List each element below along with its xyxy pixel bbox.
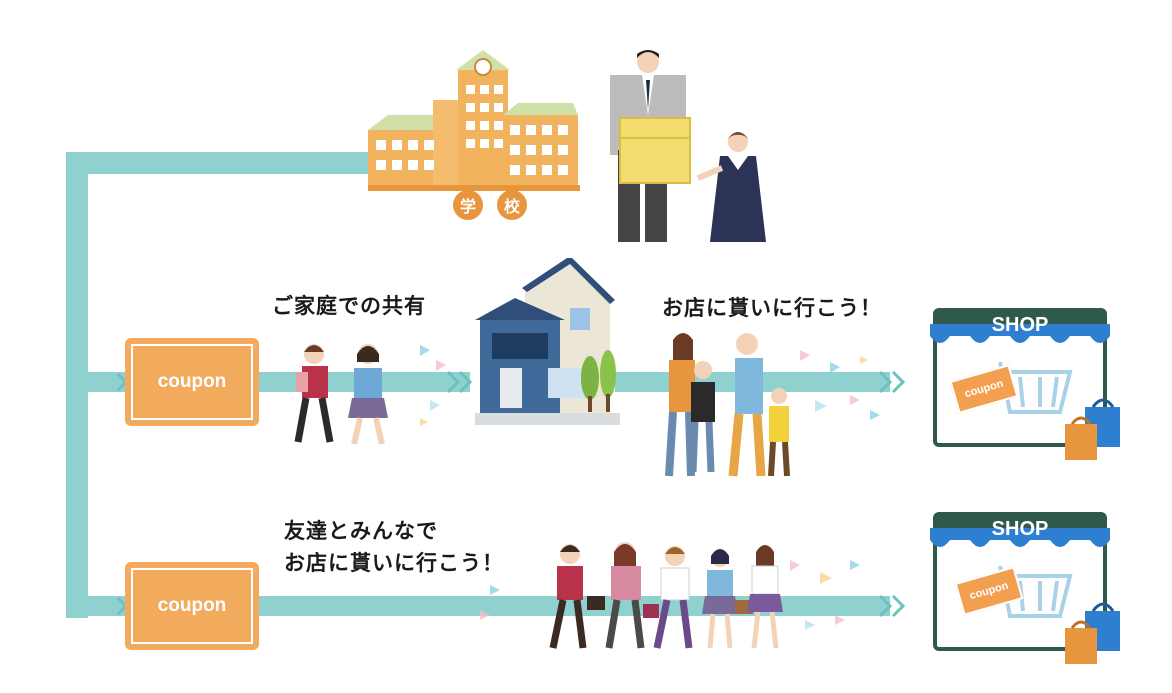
- confetti: [420, 345, 880, 630]
- caption-family-share: ご家庭での共有: [272, 294, 426, 318]
- caption-friends-line2: お店に貰いに行こう！: [284, 551, 504, 575]
- coupon-card: coupon: [125, 338, 259, 426]
- flow-bar-row1-left: [66, 372, 136, 392]
- family-walking-illustration: [665, 333, 790, 477]
- school-label-char-2: 校: [503, 197, 520, 216]
- shop-coupon-label: coupon: [968, 579, 1010, 603]
- teacher-student-illustration: [610, 50, 766, 242]
- chevron-icon: [891, 594, 906, 618]
- shop-illustration: [930, 308, 1120, 460]
- chevron-icon: [878, 594, 893, 618]
- chevron-icon: [458, 370, 473, 394]
- shop-coupon-label: coupon: [963, 377, 1005, 401]
- coupon-border: coupon: [131, 568, 253, 644]
- caption-go-shop-family: お店に貰いに行こう！: [662, 296, 882, 320]
- caption-friends-line1: 友達とみんなで: [284, 519, 438, 543]
- coupon-card: coupon: [125, 562, 259, 650]
- shop-sign: SHOP: [991, 314, 1049, 336]
- house-illustration: [475, 258, 620, 425]
- school-label-char-1: 学: [459, 197, 476, 216]
- school-label-badge-1: 学: [453, 190, 483, 220]
- school-building: [368, 50, 580, 191]
- shop-illustration: [930, 512, 1120, 664]
- caption-friends: 友達とみんなで お店に貰いに行こう！: [284, 515, 504, 579]
- chevron-icon: [878, 370, 893, 394]
- shop-sign: SHOP: [991, 518, 1049, 540]
- school-label-badge-2: 校: [497, 190, 527, 220]
- coupon-label: coupon: [157, 371, 227, 392]
- flow-bar-row2-left: [66, 596, 136, 616]
- chevron-icon: [446, 370, 461, 394]
- flow-bar-school: [66, 152, 386, 174]
- coupon-border: coupon: [131, 344, 253, 420]
- students-walking-illustration: [294, 344, 388, 445]
- coupon-label: coupon: [157, 595, 227, 616]
- friends-group-illustration: [549, 542, 783, 649]
- chevron-icon: [891, 370, 906, 394]
